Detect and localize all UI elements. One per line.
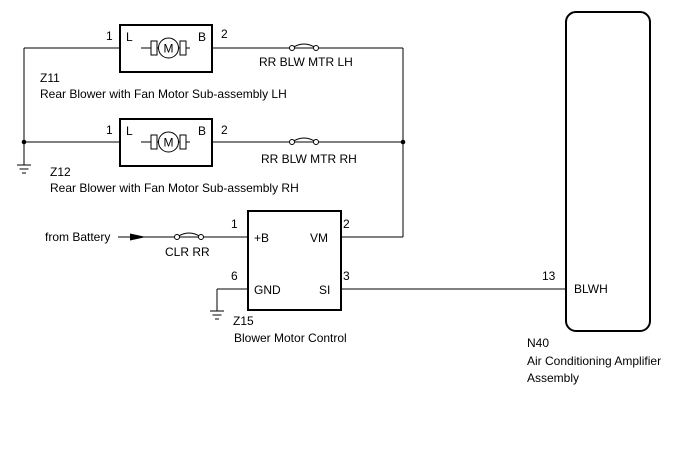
fuse-clr-label: CLR RR [165, 245, 210, 259]
z15-pin-1-number: 1 [231, 217, 238, 231]
battery-source-label: from Battery [45, 230, 110, 244]
z11-pin-2-number: 2 [221, 27, 228, 41]
junction-dot [400, 139, 406, 145]
fuse-clr-icon [174, 232, 204, 240]
motor-symbol: M [164, 136, 174, 150]
n40-code: N40 [527, 336, 549, 350]
motor-icon: M [141, 37, 190, 59]
ground-bus [21, 47, 120, 165]
z11-name: Rear Blower with Fan Motor Sub-assembly … [40, 87, 287, 101]
z11-pin-1-number: 1 [106, 29, 113, 43]
z12-pin-2-number: 2 [221, 123, 228, 137]
z15-name: Blower Motor Control [234, 331, 347, 345]
z12-pin-b-label: B [198, 124, 206, 138]
motor-icon: M [141, 131, 190, 153]
fuse-rh-label: RR BLW MTR RH [261, 152, 357, 166]
fuse-lh-icon [289, 43, 319, 51]
fuse-lh-label: RR BLW MTR LH [259, 55, 353, 69]
component-n40: BLWH [565, 11, 651, 332]
fuse-rh-icon [289, 137, 319, 145]
z15-pin-vm-label: VM [310, 231, 328, 245]
z15-pin-si-label: SI [319, 283, 330, 297]
component-z12: L B M [119, 118, 213, 167]
n40-name-line1: Air Conditioning Amplifier [527, 354, 661, 368]
z11-pin-b-label: B [198, 30, 206, 44]
arrow-right-icon [130, 233, 146, 241]
n40-pin-blwh-label: BLWH [574, 282, 608, 296]
component-z15: +B VM GND SI [247, 210, 342, 311]
z15-pin-gnd-label: GND [254, 283, 281, 297]
z15-pin-2-number: 2 [343, 217, 350, 231]
n40-pin-13-number: 13 [542, 269, 556, 283]
n40-name-line2: Assembly [527, 371, 579, 385]
component-z11: L B M [119, 24, 213, 73]
ground-icon [210, 310, 224, 320]
z11-pin-l-label: L [126, 30, 133, 44]
z15-pin-6-number: 6 [231, 269, 238, 283]
vm-bus [341, 48, 406, 238]
ground-icon [17, 164, 31, 174]
junction-dot [21, 139, 27, 145]
z12-pin-1-number: 1 [106, 123, 113, 137]
z11-code: Z11 [40, 71, 60, 85]
z12-pin-l-label: L [126, 124, 133, 138]
z12-name: Rear Blower with Fan Motor Sub-assembly … [50, 181, 299, 195]
z15-code: Z15 [233, 314, 254, 328]
z15-pin-b-label: +B [254, 231, 269, 245]
z12-code: Z12 [50, 165, 71, 179]
z15-pin-3-number: 3 [343, 269, 350, 283]
motor-symbol: M [164, 42, 174, 56]
